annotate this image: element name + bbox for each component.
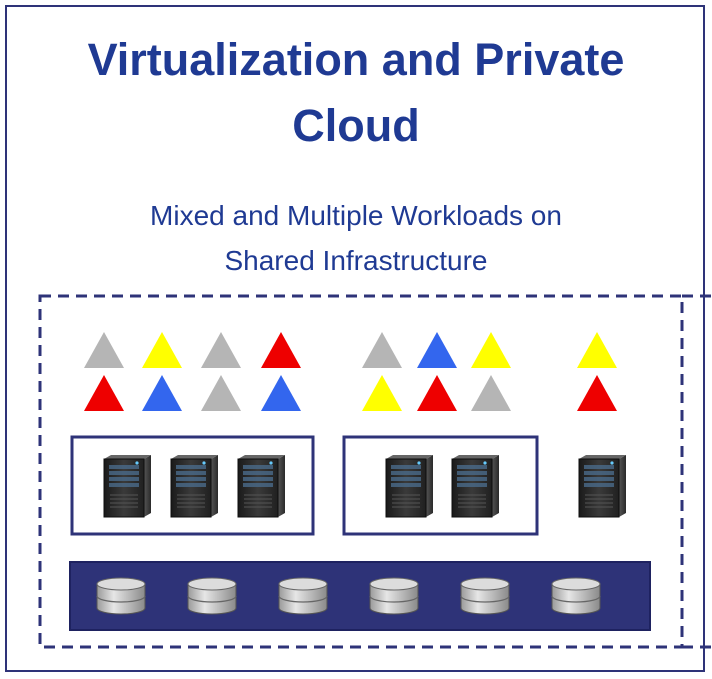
server-icon	[103, 455, 151, 518]
storage-disk-icon	[187, 577, 237, 615]
workload-triangle-red	[577, 375, 617, 411]
workload-triangle-gray	[362, 332, 402, 368]
server-icon	[578, 455, 626, 518]
workload-triangle-red	[417, 375, 457, 411]
subtitle-line-2: Shared Infrastructure	[224, 245, 488, 276]
server-icon	[385, 455, 433, 518]
shared-infrastructure-boundary	[38, 294, 684, 649]
outer-frame	[5, 5, 705, 672]
workload-triangle-blue	[417, 332, 457, 368]
server-icon	[170, 455, 218, 518]
storage-disk-icon	[551, 577, 601, 615]
workload-triangle-red	[84, 375, 124, 411]
server-group-box-2	[342, 435, 539, 536]
workload-triangle-yellow	[577, 332, 617, 368]
workload-triangle-gray	[201, 332, 241, 368]
server-group-box-1	[70, 435, 315, 536]
workload-triangle-yellow	[471, 332, 511, 368]
workload-triangle-red	[261, 332, 301, 368]
workload-triangle-gray	[201, 375, 241, 411]
workload-triangle-yellow	[142, 332, 182, 368]
storage-disk-icon	[278, 577, 328, 615]
storage-disk-icon	[96, 577, 146, 615]
workload-triangle-yellow	[362, 375, 402, 411]
storage-disk-icon	[460, 577, 510, 615]
title-line-1: Virtualization and Private	[87, 34, 625, 85]
workload-triangle-gray	[84, 332, 124, 368]
title-line-2: Cloud	[292, 100, 420, 151]
overflow-region-boundary	[682, 294, 712, 649]
subtitle-line-1: Mixed and Multiple Workloads on	[150, 200, 562, 231]
workload-triangle-blue	[142, 375, 182, 411]
workload-triangle-gray	[471, 375, 511, 411]
storage-disk-icon	[369, 577, 419, 615]
workload-triangle-blue	[261, 375, 301, 411]
server-icon	[237, 455, 285, 518]
server-icon	[451, 455, 499, 518]
